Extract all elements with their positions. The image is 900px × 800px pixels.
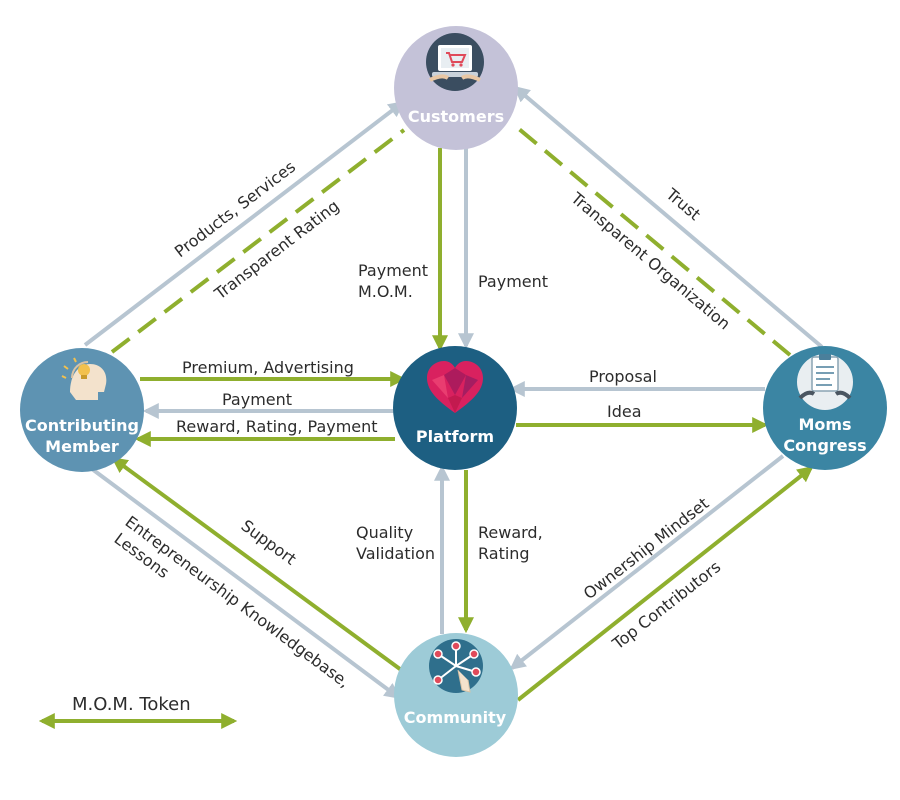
label-payment-mom-2: M.O.M. bbox=[358, 282, 413, 301]
node-contributing-label-1: Contributing bbox=[25, 416, 139, 435]
label-reward-2: Rating bbox=[478, 544, 530, 563]
edge-transparent-organization bbox=[511, 122, 792, 357]
edge-products-services bbox=[83, 101, 405, 347]
network-hand-icon bbox=[429, 639, 483, 693]
node-customers[interactable]: Customers bbox=[394, 26, 518, 150]
label-idea: Idea bbox=[607, 402, 642, 421]
node-contributing-label-2: Member bbox=[45, 437, 119, 456]
node-customers-label: Customers bbox=[408, 107, 504, 126]
label-reward-rating-payment: Reward, Rating, Payment bbox=[176, 417, 378, 436]
label-quality-1: Quality bbox=[356, 523, 413, 542]
label-reward-1: Reward, bbox=[478, 523, 543, 542]
clipboard-icon bbox=[797, 354, 853, 410]
label-quality-2: Validation bbox=[356, 544, 435, 563]
node-platform-label: Platform bbox=[416, 427, 494, 446]
node-moms-congress[interactable]: Moms Congress bbox=[763, 346, 887, 470]
node-moms-label-2: Congress bbox=[783, 436, 866, 455]
lightbulb-head-icon bbox=[61, 357, 107, 400]
node-community[interactable]: Community bbox=[394, 633, 518, 757]
label-support: Support bbox=[238, 516, 300, 569]
edge-support bbox=[111, 457, 406, 674]
shopping-cart-laptop-icon bbox=[426, 33, 484, 91]
node-community-label: Community bbox=[404, 708, 507, 727]
edge-trust bbox=[513, 85, 824, 349]
label-payment-mom-1: Payment bbox=[358, 261, 428, 280]
edge-ownership-mindset bbox=[509, 454, 785, 670]
label-payment-customers: Payment bbox=[478, 272, 548, 291]
edge-transparent-rating bbox=[110, 128, 406, 354]
node-contributing-member[interactable]: Contributing Member bbox=[20, 348, 144, 472]
label-proposal: Proposal bbox=[589, 367, 657, 386]
node-moms-label-1: Moms bbox=[798, 415, 851, 434]
label-payment-member: Payment bbox=[222, 390, 292, 409]
label-premium-advertising: Premium, Advertising bbox=[182, 358, 354, 377]
heart-icon bbox=[427, 361, 483, 413]
label-entrepreneurship-1: Entrepreneurship Knowledgebase, bbox=[122, 512, 354, 692]
edge-top-contributors bbox=[516, 466, 814, 702]
legend-label: M.O.M. Token bbox=[72, 694, 191, 715]
legend: M.O.M. Token bbox=[38, 694, 238, 729]
label-transparent-organization: Transparent Organization bbox=[567, 188, 734, 334]
node-platform[interactable]: Platform bbox=[393, 346, 517, 470]
edge-entrepreneurship bbox=[86, 464, 401, 699]
